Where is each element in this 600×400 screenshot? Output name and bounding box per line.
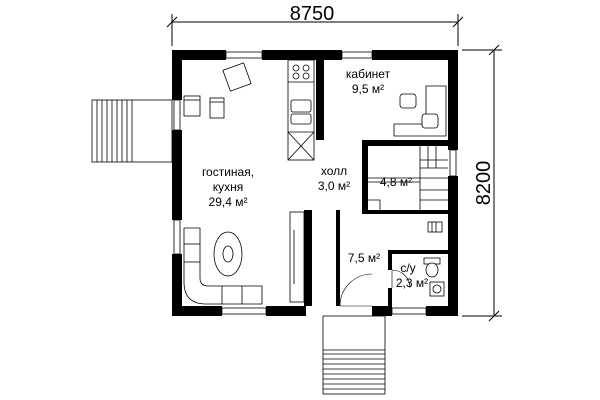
sink-icon — [290, 99, 312, 125]
coffee-table — [213, 231, 243, 277]
sofa — [183, 227, 263, 305]
staircase — [368, 146, 448, 210]
living-room-name-line1: гостиная, — [202, 165, 254, 179]
windows — [173, 51, 457, 315]
bathroom-area: 2,3 м² — [396, 276, 428, 290]
hall-name: холл — [321, 164, 347, 178]
living-room-area: 29,4 м² — [209, 195, 248, 209]
living-room-name-line2: кухня — [213, 180, 244, 194]
vestibule-area: 7,5 м² — [348, 251, 380, 265]
interior-walls — [304, 60, 448, 306]
office-area: 9,5 м² — [352, 82, 384, 96]
washbasin-icon — [429, 281, 445, 297]
doors — [339, 269, 411, 307]
toilet-icon — [423, 257, 441, 278]
exterior-walls — [172, 50, 458, 316]
width-dimension — [166, 14, 464, 46]
dining-set — [183, 62, 252, 119]
height-dimension-label: 8200 — [473, 161, 495, 206]
bathroom-name: с/у — [400, 261, 415, 275]
width-dimension-label: 8750 — [290, 3, 335, 25]
left-porch — [91, 99, 173, 163]
office-name: кабинет — [346, 67, 391, 81]
stove-icon — [292, 64, 310, 80]
stair-area: 4,8 м² — [380, 175, 412, 189]
tv-stand — [289, 211, 305, 303]
entrance-steps — [322, 315, 386, 395]
boiler-icon — [427, 221, 443, 233]
office-desk — [393, 85, 447, 137]
height-dimension — [462, 44, 502, 322]
hall-area: 3,0 м² — [318, 179, 350, 193]
